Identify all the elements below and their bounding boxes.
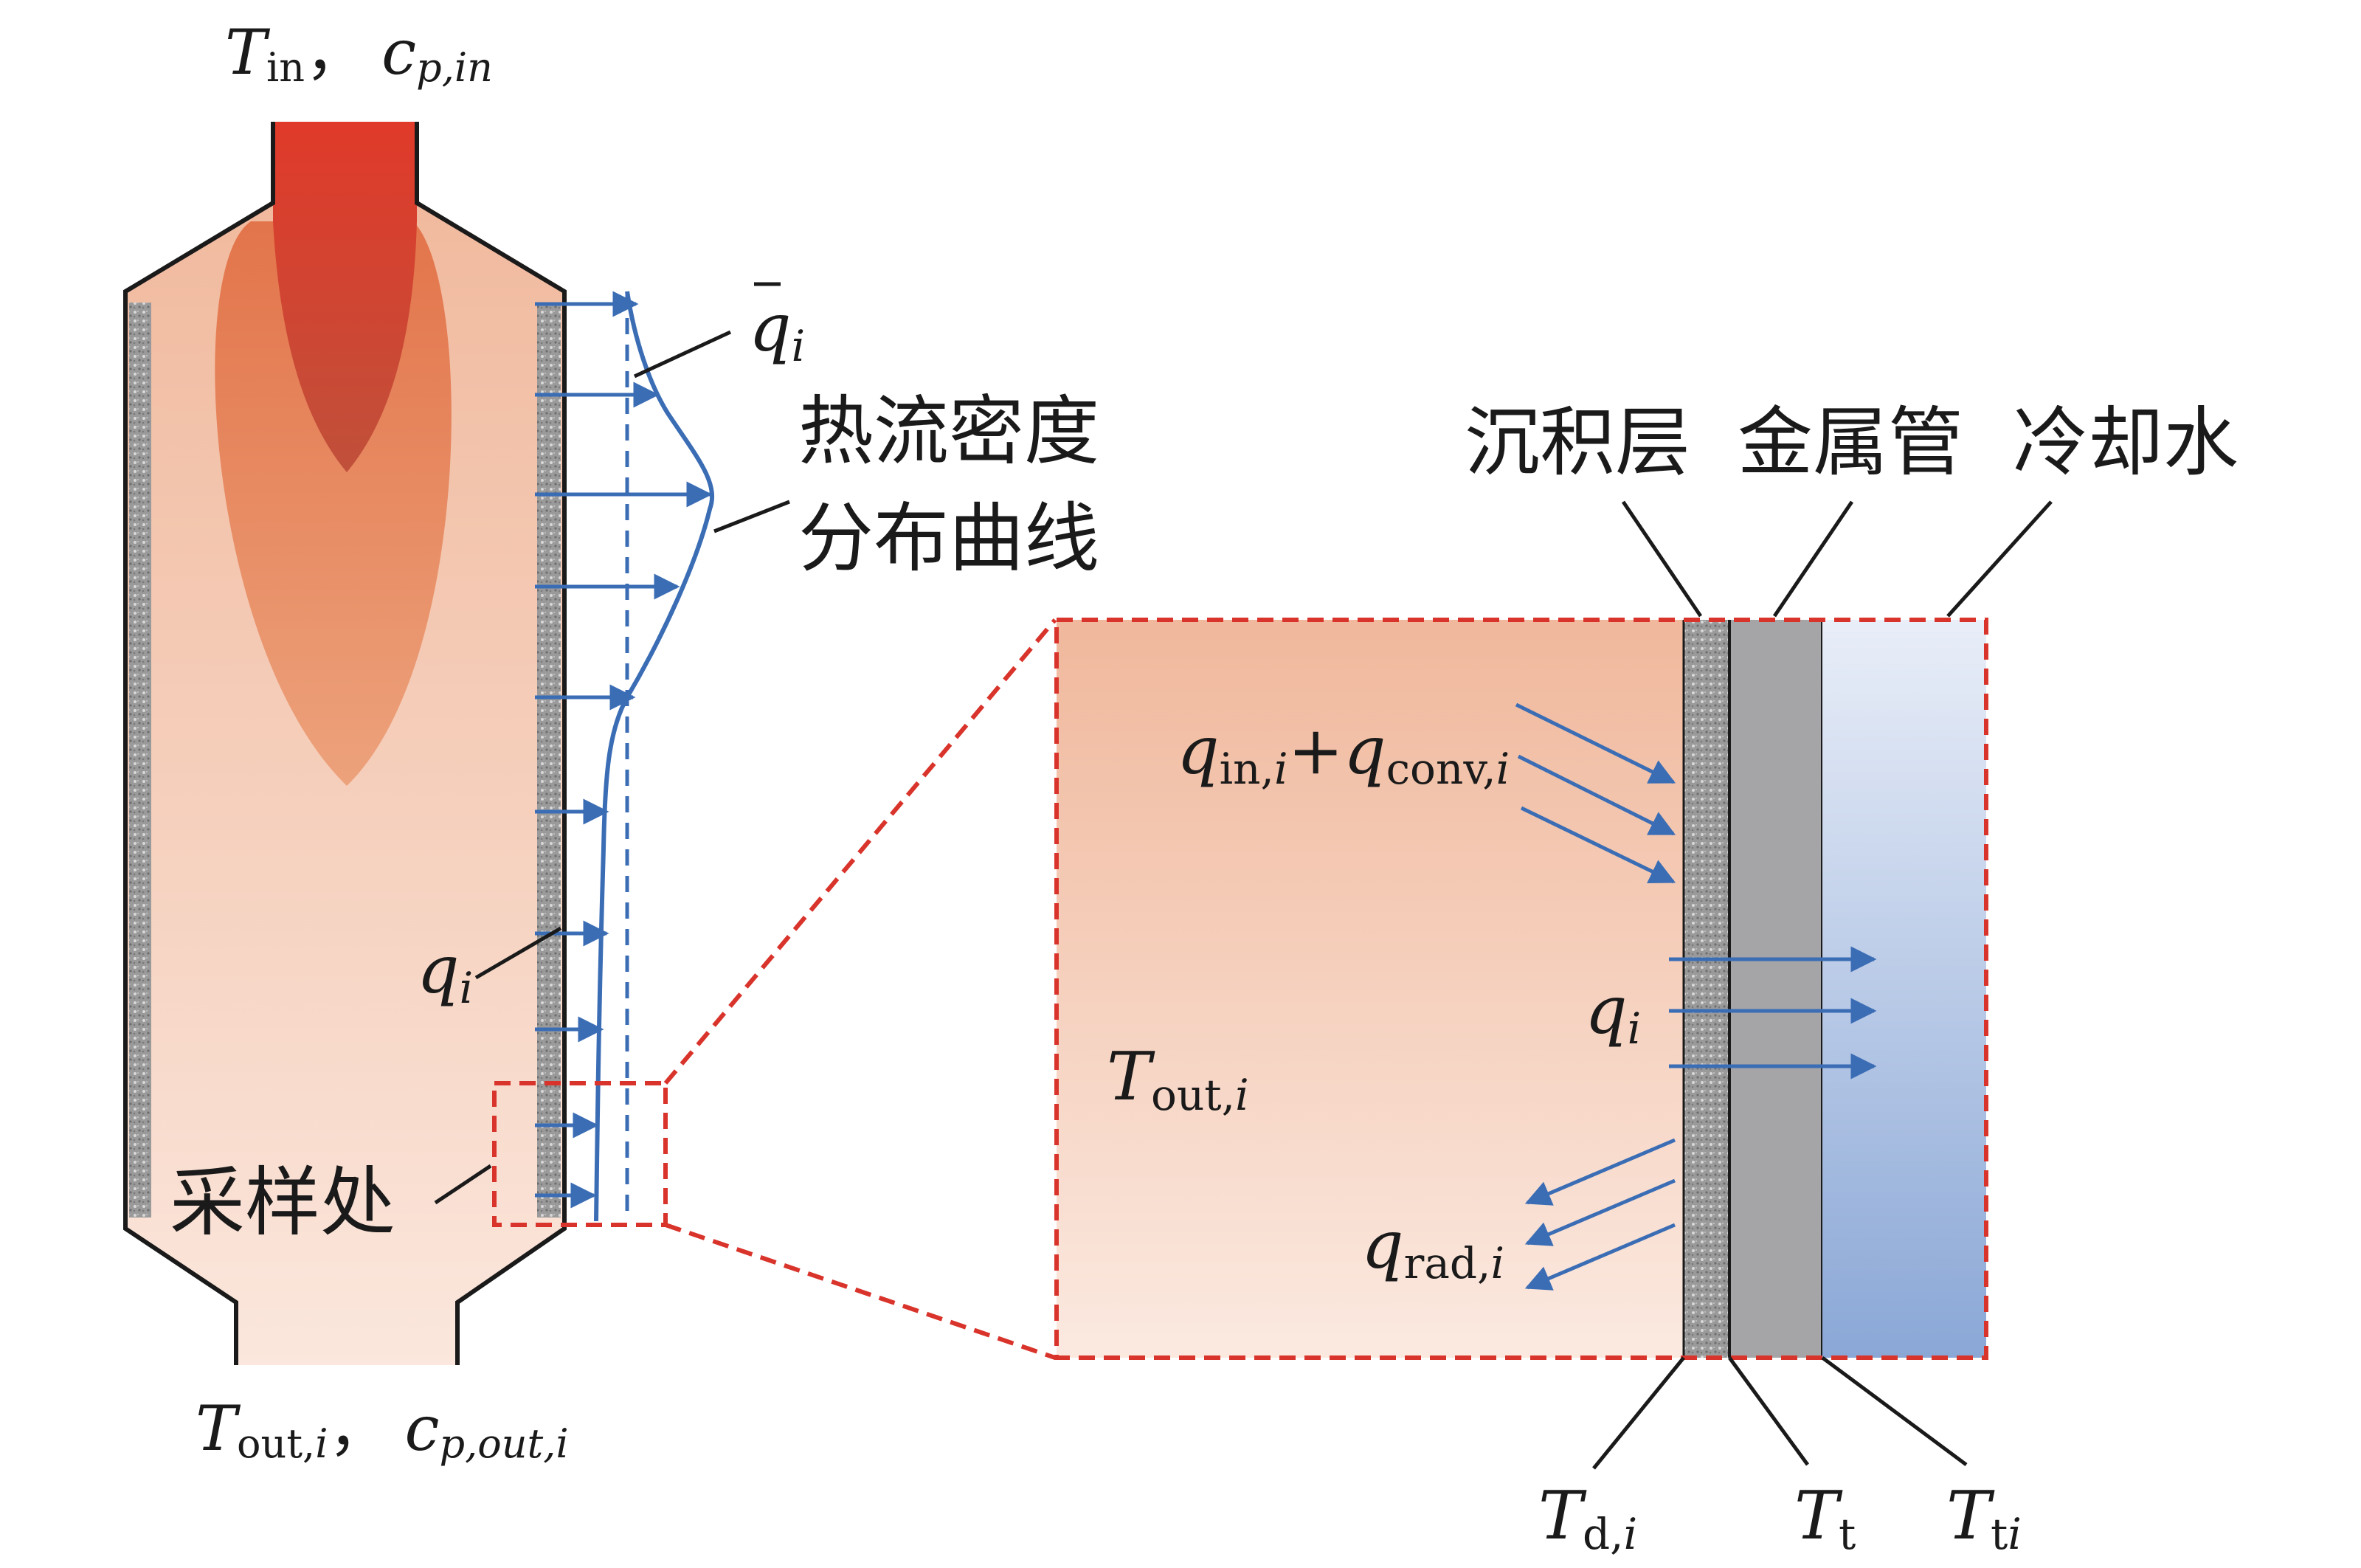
leader-lines-left (434, 330, 790, 1205)
furnace-outline (123, 122, 567, 1365)
outlet-label: Tout,i，cp,out,i (196, 1392, 569, 1467)
local-heat-flux-label: qi (417, 931, 473, 1013)
furnace (123, 122, 567, 1365)
outlet-gas-temperature-label: Tout,i (1107, 1038, 1249, 1120)
detail-view (1054, 618, 1988, 1360)
sampling-box (492, 1081, 668, 1227)
leader-line (1727, 1356, 1810, 1466)
flame-inner (273, 122, 417, 472)
radiation-flux-label: qrad,i (1361, 1206, 1504, 1288)
incident-arrow (1515, 702, 1676, 784)
detail-frame (1054, 618, 1988, 1360)
leader-line (713, 500, 790, 533)
incident-arrow (1517, 754, 1676, 836)
incident-arrow (1520, 806, 1676, 884)
left-deposit-wall (129, 303, 151, 1218)
leader-line (1821, 1355, 1968, 1467)
deposit-surface-temperature-label: Td,i (1538, 1477, 1637, 1559)
leader-lines-right (1592, 500, 2053, 1470)
detail-arrows (1515, 702, 1877, 1291)
inlet-label: Tin，cp,in (225, 16, 493, 91)
radiation-arrow (1524, 1223, 1676, 1291)
leader-line (1946, 500, 2053, 618)
heat-flux-curve-label-line2: 分布曲线 (798, 495, 1099, 583)
gas-region (1057, 620, 1684, 1358)
heat-flux-curve-label-line1: 热流密度 (798, 388, 1099, 476)
deposit-layer (1684, 620, 1729, 1358)
radiation-arrow (1524, 1178, 1676, 1246)
leader-line (633, 330, 732, 379)
incident-flux-label: qin,i+qconv,i (1177, 712, 1510, 794)
heat-flux-arrows (535, 291, 713, 1209)
tube-inner-temperature-label: Tti (1946, 1477, 2022, 1559)
conduction-flux-label: qi (1585, 972, 1641, 1054)
heat-flux-distribution-curve (594, 291, 715, 1222)
leader-line (1772, 500, 1854, 618)
cooling-water-region (1822, 620, 1986, 1358)
leader-line (434, 1164, 492, 1205)
tube-outer-temperature-label: Tt (1794, 1477, 1856, 1559)
leader-line (1621, 500, 1703, 618)
leader-line (1592, 1356, 1685, 1470)
zoom-line-top (663, 618, 1057, 1085)
sampling-location-label: 采样处 (170, 1159, 395, 1247)
leader-line (474, 926, 562, 980)
radiation-arrow (1524, 1138, 1676, 1206)
right-deposit-wall (537, 303, 561, 1218)
metal-tube-layer (1729, 620, 1822, 1358)
deposit-layer-label: 沉积层 (1465, 399, 1690, 487)
cooling-water-label: 冷却水 (2013, 399, 2239, 487)
mean-heat-flux-label: qi (749, 289, 805, 371)
metal-tube-label: 金属管 (1738, 399, 1963, 487)
zoom-line-bottom (665, 1223, 1056, 1360)
